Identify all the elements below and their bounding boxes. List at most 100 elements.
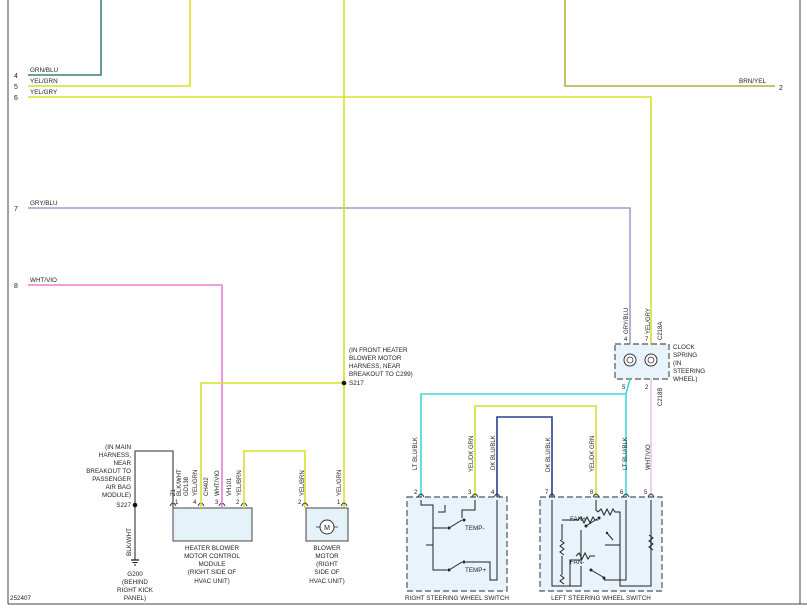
ground-label: G200 (BEHIND RIGHT KICK PANEL) [117,571,154,602]
pin-number: 5 [622,385,626,391]
module-connector-pins [169,500,248,508]
splice-s217-label: (IN FRONT HEATER BLOWER MOTOR HARNESS, N… [349,347,413,387]
wire-label: BRN/YEL [739,78,766,85]
pin-number: 2 [298,500,302,506]
svg-text:S217: S217 [349,380,364,387]
right-switch-circuit [420,500,498,581]
svg-text:SIDE OF: SIDE OF [314,569,339,576]
wire-label: YEL/BRN [300,470,306,496]
wire-gry-blu [28,207,631,344]
connector-label: C218B [658,388,664,406]
svg-text:PASSENGER: PASSENGER [92,476,131,483]
switch-label: FAN+ [570,516,586,523]
svg-text:HARNESS,: HARNESS, [99,452,131,459]
wire-label: GRN/BLU [30,67,58,74]
pin-number: 2 [414,490,418,496]
svg-text:(BEHIND: (BEHIND [122,579,148,586]
pin-number: 4 [491,490,495,496]
pin-number: 6 [14,95,18,102]
wire-lt-blu-blk [420,378,631,497]
pin-number: 8 [14,283,18,290]
switch-label: TEMP+ [465,567,486,574]
wire-yel-gry [28,96,652,344]
svg-text:RIGHT KICK: RIGHT KICK [117,587,154,594]
wire-label: WHT/VIO [30,277,57,284]
wire-label: YEL/GRY [30,89,58,96]
wire-yel-grn-top [28,0,191,87]
svg-text:(IN MAIN: (IN MAIN [105,444,131,451]
pin-number: 2 [236,500,240,506]
circuit-label: GD138 [184,476,190,496]
svg-text:PANEL): PANEL) [124,595,146,602]
switch-label: FAN- [570,559,584,566]
svg-text:MOTOR: MOTOR [315,553,339,560]
blower-module-box [172,507,253,542]
svg-text:BREAKOUT TO: BREAKOUT TO [86,468,131,475]
left-switch-box [539,496,663,592]
left-switch-title: LEFT STEERING WHEEL SWITCH [551,595,651,602]
svg-text:STEERING: STEERING [673,368,705,375]
wire-dk-blu-blk [496,416,553,497]
ground-icon [131,559,139,566]
connector-label: C218A [658,322,664,340]
wire-label: BLK/WHT [126,528,133,556]
svg-text:(RIGHT SIDE OF: (RIGHT SIDE OF [188,569,237,576]
pin-number: 4 [193,500,197,506]
circuit-label: CH402 [204,477,210,496]
left-switch-pins [548,493,655,498]
wire-label: YEL/GRN [193,470,199,496]
pin-number: 1 [337,500,341,506]
wire-brn-yel [564,0,775,87]
svg-text:BLOWER MOTOR: BLOWER MOTOR [349,355,402,362]
right-switch-title: RIGHT STEERING WHEEL SWITCH [405,595,509,602]
svg-text:(IN FRONT HEATER: (IN FRONT HEATER [349,347,408,354]
wire-label: BLK/WHT [177,469,183,496]
pin-number: 7 [14,206,18,213]
wire-yel-grn-main [200,0,345,508]
right-switch-box [406,496,508,592]
module-label: HEATER BLOWER MOTOR CONTROL MODULE (RIGH… [184,545,240,585]
wire-label: LT BLU/BLK [413,437,419,470]
pin-number: 4 [14,73,18,80]
svg-text:MODULE: MODULE [199,561,226,568]
wire-label: YEL/DK GRN [469,436,475,472]
motor-label: BLOWER MOTOR (RIGHT SIDE OF HVAC UNIT) [309,545,345,585]
svg-text:HVAC UNIT): HVAC UNIT) [309,578,345,585]
svg-text:HEATER BLOWER: HEATER BLOWER [185,545,240,552]
svg-text:BREAKOUT TO C299): BREAKOUT TO C299) [349,371,413,378]
wire-label: YEL/GRY [646,308,652,334]
wire-label: YEL/BRN [237,470,243,496]
svg-text:M: M [324,525,330,532]
svg-text:AIR BAG: AIR BAG [105,484,131,491]
pin-number: 3 [468,490,472,496]
pin-number: 2 [645,385,649,391]
wire-wht-vio-left [28,284,223,500]
pin-number: 7 [545,490,549,496]
svg-text:G200: G200 [127,571,143,578]
svg-text:SPRING: SPRING [673,352,697,359]
pin-number: 2 [779,85,783,92]
wire-label: YEL/GRN [30,78,58,85]
pin-number: 8 [590,490,594,496]
svg-text:S227: S227 [116,502,131,509]
wire-label: LT BLU/BLK [623,437,629,470]
splice-s227-label: (IN MAIN HARNESS, NEAR BREAKOUT TO PASSE… [86,444,131,509]
motor-icon: M [316,519,338,535]
motor-connector-pins [301,502,348,507]
circuit-label: Z1 [171,488,177,496]
pin-number: 5 [644,490,648,496]
svg-text:BLOWER: BLOWER [313,545,341,552]
svg-text:MOTOR CONTROL: MOTOR CONTROL [184,553,240,560]
pin-number: 7 [645,337,649,343]
svg-text:HARNESS, NEAR: HARNESS, NEAR [349,363,401,370]
svg-text:WHEEL): WHEEL) [673,376,698,383]
left-switch-circuit [551,500,654,587]
figure-id: 252407 [10,595,32,602]
right-switch-pins [417,493,501,498]
svg-text:NEAR: NEAR [114,460,132,467]
wire-yel-dk-grn [474,405,597,497]
splice-dot [132,502,138,508]
pin-number: 1 [175,500,179,506]
wire-label: GRY/BLU [30,200,58,207]
